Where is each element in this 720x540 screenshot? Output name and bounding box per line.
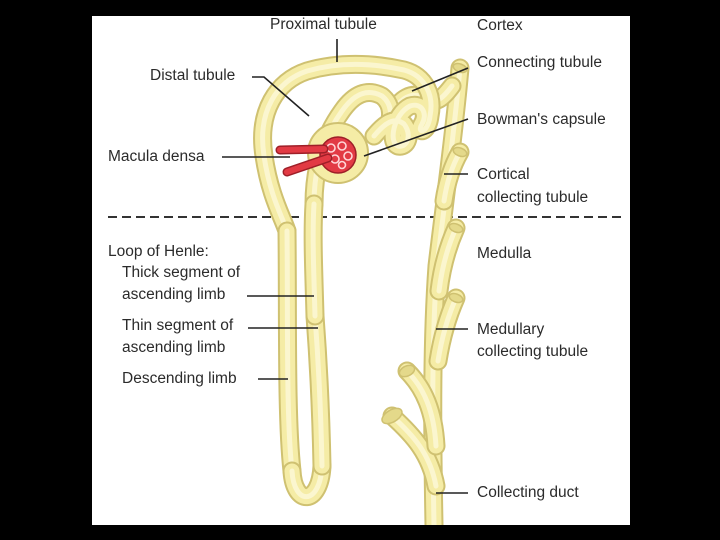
collecting-duct-branch: [382, 406, 446, 496]
descending-limb: [277, 221, 302, 481]
label-collecting-duct: Collecting duct: [477, 484, 579, 501]
label-descending-limb: Descending limb: [122, 370, 237, 387]
label-medullary-collecting-line2: collecting tubule: [477, 343, 589, 360]
label-thick-segment-line1: Thick segment of: [122, 264, 241, 281]
leader-bowmans-capsule: [363, 118, 469, 157]
label-medullary-collecting-line1: Medullary: [477, 321, 545, 338]
collecting-duct-branch: [429, 218, 466, 301]
leader-connecting-tubule: [411, 67, 469, 92]
label-bowmans-capsule: Bowman's capsule: [477, 111, 606, 128]
label-thin-segment-line2: ascending limb: [122, 339, 226, 356]
collecting-duct-branch: [397, 361, 446, 456]
collecting-duct-branch: [434, 142, 470, 211]
proximal-convoluted-tubule: [253, 55, 441, 241]
label-medulla: Medulla: [477, 245, 532, 262]
label-cortical-collecting-line1: Cortical: [477, 166, 530, 183]
leader-distal-tubule: [252, 76, 310, 117]
label-loop-of-henle: Loop of Henle:: [108, 243, 209, 260]
label-cortex: Cortex: [477, 17, 523, 34]
label-thin-segment-line1: Thin segment of: [122, 317, 234, 334]
loop-bend: [282, 456, 332, 507]
label-thick-segment-line2: ascending limb: [122, 286, 226, 303]
leader-lines: [222, 39, 469, 494]
renal-corpuscle: [275, 122, 369, 184]
thick-ascending-limb: [303, 194, 325, 326]
label-proximal-tubule: Proximal tubule: [270, 16, 377, 33]
diagram-panel: Proximal tubule Cortex Distal tubule Con…: [92, 16, 630, 525]
label-cortical-collecting-line2: collecting tubule: [477, 189, 589, 206]
glomerulus: [319, 136, 357, 174]
afferent-efferent-arterioles: [275, 144, 333, 177]
nephron-diagram: [108, 39, 622, 525]
collecting-duct-branch: [428, 288, 466, 371]
label-connecting-tubule: Connecting tubule: [477, 54, 602, 71]
label-distal-tubule: Distal tubule: [150, 67, 236, 84]
thin-ascending-limb: [305, 306, 332, 476]
label-macula-densa: Macula densa: [108, 148, 205, 165]
